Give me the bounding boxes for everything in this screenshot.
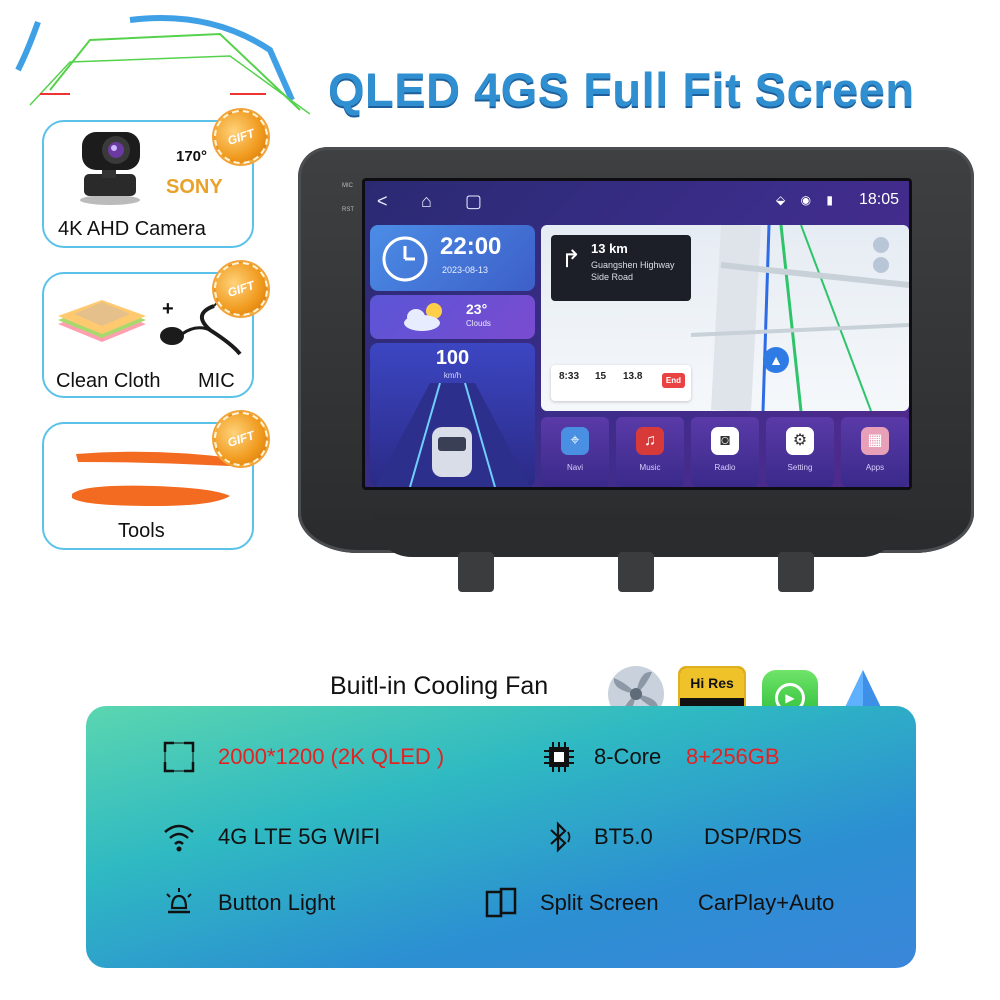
core-spec: 8-Core <box>594 744 662 769</box>
camera-label: 4K AHD Camera <box>58 218 206 240</box>
app-label: Navi <box>566 463 583 472</box>
reversing-guide-lines <box>15 15 310 115</box>
back-button[interactable]: < <box>377 191 388 211</box>
clock-widget[interactable]: 22:00 2023-08-13 <box>370 225 535 291</box>
status-icons: ⬙ ◉ ▮ <box>776 193 839 207</box>
navigation-map[interactable]: ↱ 13 km Guangshen Highway Side Road 8:33… <box>541 225 909 411</box>
app-dock: ⌖ Navi ♫ Music ◙ Radio ⚙ Setting ▦ Apps <box>541 417 909 487</box>
clock-icon <box>382 236 428 282</box>
fullscreen-icon <box>163 741 195 773</box>
turn-arrow-icon: ↱ <box>561 246 582 273</box>
wifi-icon <box>164 824 194 852</box>
app-label: Music <box>639 463 661 472</box>
mic-label: MIC <box>198 370 235 392</box>
home-button[interactable]: ⌂ <box>421 191 432 211</box>
speed-value: 100 <box>435 347 470 369</box>
weather-cloud-icon <box>404 303 442 331</box>
recent-apps-button[interactable]: ▢ <box>465 191 483 211</box>
apps-grid-icon: ▦ <box>861 427 889 455</box>
weather-widget[interactable]: 23° Clouds <box>370 295 535 339</box>
side-label-rst: RST <box>342 207 354 213</box>
app-apps[interactable]: ▦ Apps <box>841 417 909 487</box>
turn-distance: 13 km <box>591 241 628 256</box>
turn-instruction-card: ↱ 13 km Guangshen Highway Side Road <box>551 235 691 301</box>
app-radio[interactable]: ◙ Radio <box>691 417 759 487</box>
status-bar: < ⌂ ▢ ⬙ ◉ ▮ 18:05 <box>365 181 909 219</box>
road-name: Guangshen Highway Side Road <box>591 260 675 282</box>
cloth-label: Clean Cloth <box>56 370 161 392</box>
speed-unit: km/h <box>443 371 462 380</box>
app-navi[interactable]: ⌖ Navi <box>541 417 609 487</box>
weather-condition: Clouds <box>466 319 491 328</box>
app-setting[interactable]: ⚙ Setting <box>766 417 834 487</box>
location-arrow-icon[interactable]: ▲ <box>763 347 789 373</box>
light-bulb-icon <box>166 888 192 914</box>
camera-card: 170° SONY 4K AHD Camera GIFT <box>42 102 276 248</box>
app-music[interactable]: ♫ Music <box>616 417 684 487</box>
mount-clip <box>618 552 654 592</box>
split-screen-spec: Split Screen <box>540 890 659 915</box>
split-screen-icon <box>485 887 517 918</box>
camera-icon <box>80 132 140 205</box>
side-label-mic: MIC <box>342 183 353 189</box>
weather-temp: 23° <box>466 301 488 317</box>
cloth-mic-card: + Clean Cloth MIC GIFT <box>42 254 276 398</box>
button-light-spec: Button Light <box>218 890 336 915</box>
map-roads <box>690 225 909 411</box>
gear-icon: ⚙ <box>786 427 814 455</box>
mount-clip <box>778 552 814 592</box>
bluetooth-spec: BT5.0 <box>594 824 653 849</box>
app-label: Setting <box>787 463 813 472</box>
resolution-spec: 2000*1200 (2K QLED ) <box>218 744 445 769</box>
road-car-icon <box>375 383 530 487</box>
radio-icon: ◙ <box>711 427 739 455</box>
memory-spec: 8+256GB <box>686 744 780 769</box>
pry-tools-icon <box>72 451 232 506</box>
mount-clip <box>458 552 494 592</box>
clock-time: 22:00 <box>440 233 502 260</box>
cpu-chip-icon <box>544 742 574 772</box>
map-pin-icon: ⌖ <box>561 427 589 455</box>
plus-sign: + <box>162 298 174 320</box>
network-spec: 4G LTE 5G WIFI <box>218 824 381 849</box>
app-label: Radio <box>714 463 736 472</box>
feature-panel <box>86 706 916 968</box>
music-icon: ♫ <box>636 427 664 455</box>
clock-date: 2023-08-13 <box>442 265 489 275</box>
carplay-spec: CarPlay+Auto <box>698 890 835 915</box>
head-unit-screen: < ⌂ ▢ ⬙ ◉ ▮ 18:05 22:00 2023-08-13 23° C… <box>362 178 912 490</box>
tools-card: Tools GIFT <box>42 404 276 550</box>
view-angle: 170° <box>176 148 208 165</box>
trip-info: 8:33 15 13.8 End <box>551 365 691 401</box>
cooling-fan-label: Buitl-in Cooling Fan <box>330 672 549 700</box>
dsp-spec: DSP/RDS <box>704 824 802 849</box>
tools-label: Tools <box>118 520 165 542</box>
end-navigation-button[interactable]: End <box>661 373 685 388</box>
status-time: 18:05 <box>858 191 899 208</box>
hi-res-label: Hi Res <box>680 668 744 698</box>
bluetooth-icon <box>550 821 571 853</box>
app-label: Apps <box>865 463 885 472</box>
page-title: QLED 4GS Full Fit Screen <box>328 63 915 116</box>
head-unit-base <box>372 515 902 557</box>
brand-label: SONY <box>166 176 223 198</box>
speed-widget[interactable]: 100 km/h <box>370 343 535 487</box>
trip-minutes: 15 <box>595 371 607 382</box>
trip-arrival: 8:33 <box>559 371 580 382</box>
cloth-icon <box>58 300 146 342</box>
trip-distance: 13.8 <box>623 371 643 382</box>
